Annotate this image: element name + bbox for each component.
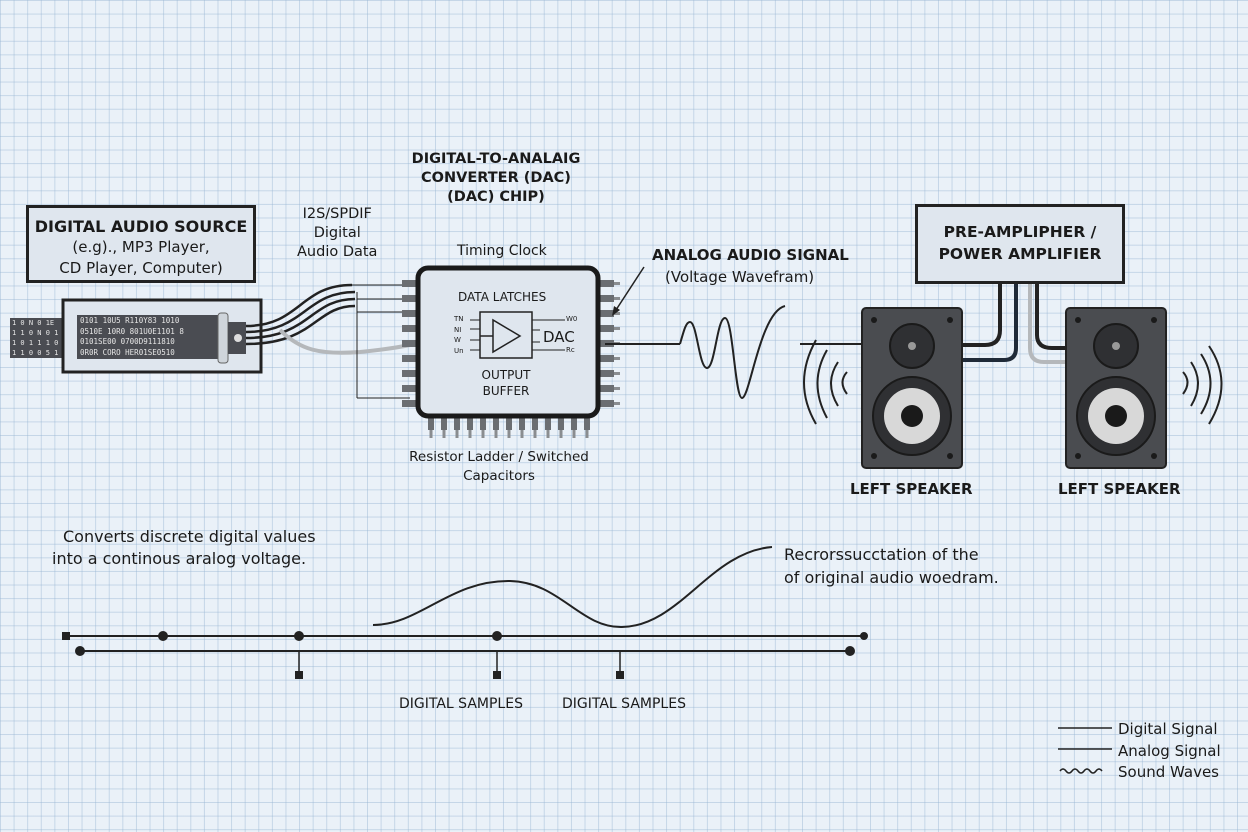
- chip-pin-left: [402, 295, 418, 302]
- chip-pin-left: [402, 325, 418, 332]
- chip-pin-left: [402, 340, 418, 347]
- chip-pin-right-tip: [614, 312, 620, 315]
- chip-pin-bottom: [493, 416, 499, 430]
- output-buffer-label: OUTPUT BUFFER: [481, 368, 531, 398]
- analog-waveform: [679, 305, 786, 400]
- data-latches-label: DATA LATCHES: [458, 290, 547, 304]
- source-title-box: DIGITAL AUDIO SOURCE (e.g)., MP3 Player,…: [26, 205, 256, 283]
- legend-symbols: [1058, 727, 1112, 774]
- chip-pin-bottom-tip: [455, 430, 459, 438]
- chip-pin-bottom: [506, 416, 512, 430]
- output-buffer-symbol: [470, 311, 565, 359]
- dac-pin-label-w0: W0: [566, 315, 578, 323]
- chip-pin-right: [598, 295, 614, 302]
- dac-inner-label: DAC: [543, 328, 575, 346]
- source-data-strip: 1 0 N 0 1E 1 1 0 N 0 1 1 0 1 1 1 0 1 1 0…: [12, 319, 59, 357]
- chip-pin-bottom-tip: [494, 430, 498, 438]
- conversion-description: Converts discrete digital values into a …: [52, 527, 316, 568]
- chip-pin-right-tip: [614, 387, 620, 390]
- chip-pin-bottom: [441, 416, 447, 430]
- legend-sound-waves: Sound Waves: [1118, 763, 1219, 781]
- digital-samples-label-1: DIGITAL SAMPLES: [399, 696, 523, 712]
- chip-pin-right-tip: [614, 402, 620, 405]
- amplifier-box: PRE-AMPLIPHER / POWER AMPLIFIER: [915, 204, 1125, 284]
- chip-pin-bottom-tip: [559, 430, 563, 438]
- source-device: [10, 298, 263, 374]
- left-speaker-label: LEFT SPEAKER: [850, 480, 973, 498]
- legend-analog-signal: Analog Signal: [1118, 741, 1221, 760]
- interface-label: I2S/SPDIF Digital Audio Data: [297, 206, 378, 260]
- reconstructed-waveform: [372, 546, 773, 629]
- dac-pin-labels-left: TN NI W Un: [454, 315, 464, 355]
- chip-pin-bottom-tip: [533, 430, 537, 438]
- dac-chip-pins: [402, 280, 620, 438]
- analog-pointer-arrow: [613, 266, 645, 314]
- reconstruction-description: Recrorssucctation of the of original aud…: [784, 545, 999, 587]
- sound-waves-left-icon: [803, 339, 848, 425]
- dac-pin-label-rc: Rc: [566, 346, 575, 354]
- chip-pin-right: [598, 385, 614, 392]
- chip-pin-bottom: [545, 416, 551, 430]
- chip-pin-bottom-tip: [546, 430, 550, 438]
- chip-pin-right-tip: [614, 357, 620, 360]
- chip-pin-bottom: [532, 416, 538, 430]
- chip-pin-left: [402, 385, 418, 392]
- analog-signal-subtitle: (Voltage Wavefram): [665, 268, 815, 286]
- chip-pin-bottom-tip: [442, 430, 446, 438]
- chip-pin-right: [598, 400, 614, 407]
- chip-pin-bottom-tip: [507, 430, 511, 438]
- chip-pin-left: [402, 310, 418, 317]
- chip-pin-bottom-tip: [481, 430, 485, 438]
- chip-pin-right: [598, 310, 614, 317]
- analog-return-wire: [278, 328, 411, 355]
- chip-pin-bottom-tip: [572, 430, 576, 438]
- source-examples-2: CD Player, Computer): [59, 259, 223, 277]
- source-title: DIGITAL AUDIO SOURCE: [34, 217, 248, 236]
- chip-pin-bottom: [454, 416, 460, 430]
- chip-pin-bottom: [519, 416, 525, 430]
- chip-pin-right: [598, 280, 614, 287]
- chip-pin-bottom-tip: [585, 430, 589, 438]
- chip-pin-right-tip: [614, 327, 620, 330]
- chip-pin-left: [402, 355, 418, 362]
- dac-title: DIGITAL-TO-ANALAIG CONVERTER (DAC) (DAC)…: [411, 151, 581, 205]
- chip-pin-bottom-tip: [468, 430, 472, 438]
- left-speaker-graphic: [861, 307, 963, 469]
- chip-pin-bottom-tip: [429, 430, 433, 438]
- chip-pin-right: [598, 325, 614, 332]
- chip-pin-bottom-tip: [520, 430, 524, 438]
- digital-samples-label-2: DIGITAL SAMPLES: [562, 696, 686, 712]
- chip-pin-bottom: [467, 416, 473, 430]
- speaker-wires: [962, 282, 1068, 364]
- chip-pin-left: [402, 280, 418, 287]
- chip-pin-bottom: [428, 416, 434, 430]
- legend-digital-signal: Digital Signal: [1118, 720, 1218, 738]
- chip-pin-right-tip: [614, 297, 620, 300]
- legend: Digital Signal Analog Signal Sound Waves: [1118, 719, 1221, 784]
- chip-pin-right-tip: [614, 282, 620, 285]
- chip-pin-bottom: [480, 416, 486, 430]
- chip-pin-right: [598, 355, 614, 362]
- chip-pin-bottom: [558, 416, 564, 430]
- analog-signal-title: ANALOG AUDIO SIGNAL: [652, 246, 849, 264]
- chip-pin-left: [402, 400, 418, 407]
- chip-pin-right-tip: [614, 372, 620, 375]
- chip-pin-left: [402, 370, 418, 377]
- chip-pin-right: [598, 370, 614, 377]
- timing-clock-label: Timing Clock: [457, 243, 547, 259]
- sample-timeline: [62, 631, 868, 679]
- source-data-display: 0101 10U5 R110Y83 1010 0510E 10R0 801U0E…: [80, 316, 184, 357]
- right-speaker-graphic: [1065, 307, 1167, 469]
- resistor-ladder-label: Resistor Ladder / Switched Capacitors: [409, 449, 589, 484]
- chip-pin-bottom: [571, 416, 577, 430]
- chip-pin-bottom: [584, 416, 590, 430]
- right-speaker-label: LEFT SPEAKER: [1058, 480, 1181, 498]
- sound-waves-right-icon: [1182, 345, 1223, 425]
- source-examples-1: (e.g)., MP3 Player,: [72, 238, 210, 256]
- dac-chip-body: [415, 265, 601, 419]
- digital-wires: [245, 283, 356, 346]
- bus-lines: [352, 284, 410, 399]
